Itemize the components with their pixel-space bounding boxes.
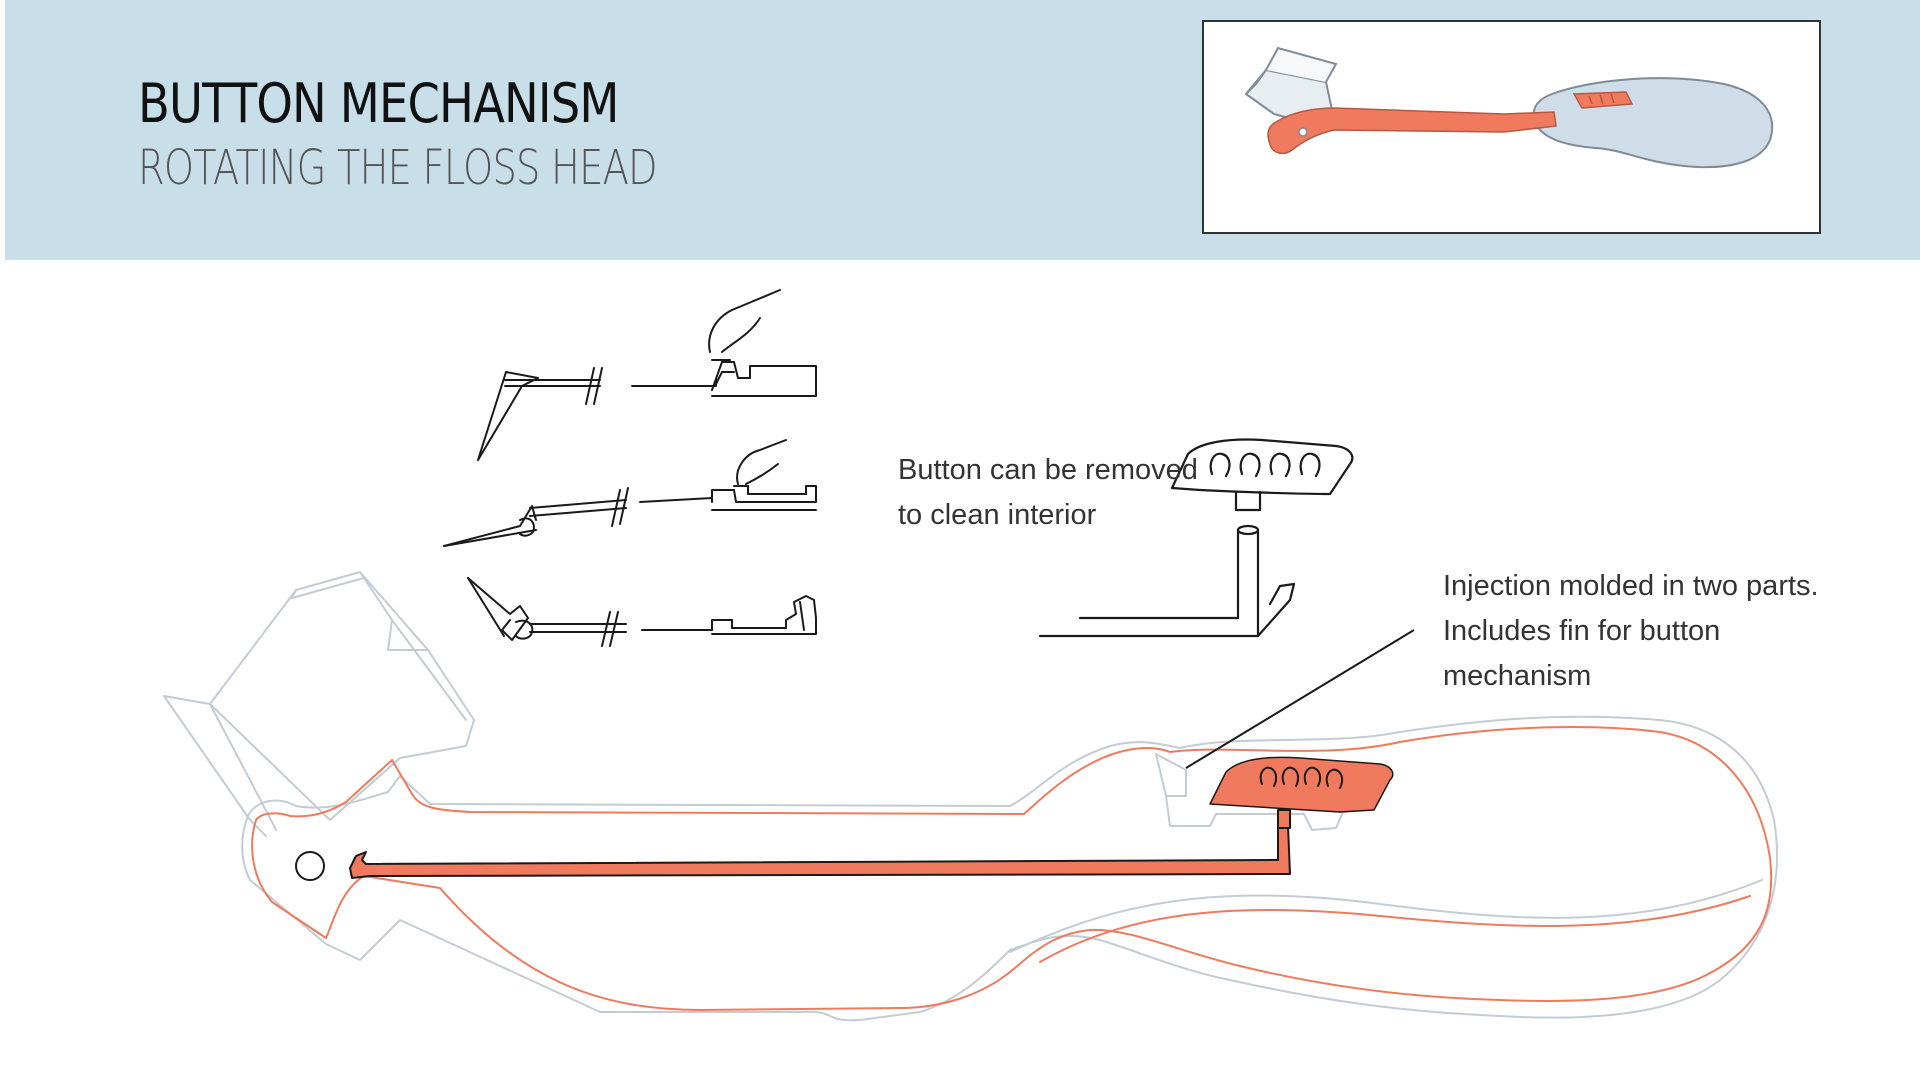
button-part-sketch <box>1038 438 1354 638</box>
page-subtitle: ROTATING THE FLOSS HEAD <box>138 140 658 196</box>
flosser-cutaway-outline <box>163 571 1779 1022</box>
product-thumbnail <box>1202 20 1821 234</box>
flosser-render-icon <box>1244 46 1774 169</box>
callout-leader-line <box>1185 629 1415 769</box>
callout-injection-molded: Injection molded in two parts. Includes … <box>1443 570 1819 692</box>
mechanism-diagram <box>163 289 1779 1022</box>
button-press-sequence-sketch <box>443 289 817 647</box>
callout-button-removable: Button can be removed to clean interior <box>898 454 1198 531</box>
page-title: BUTTON MECHANISM <box>138 72 619 135</box>
